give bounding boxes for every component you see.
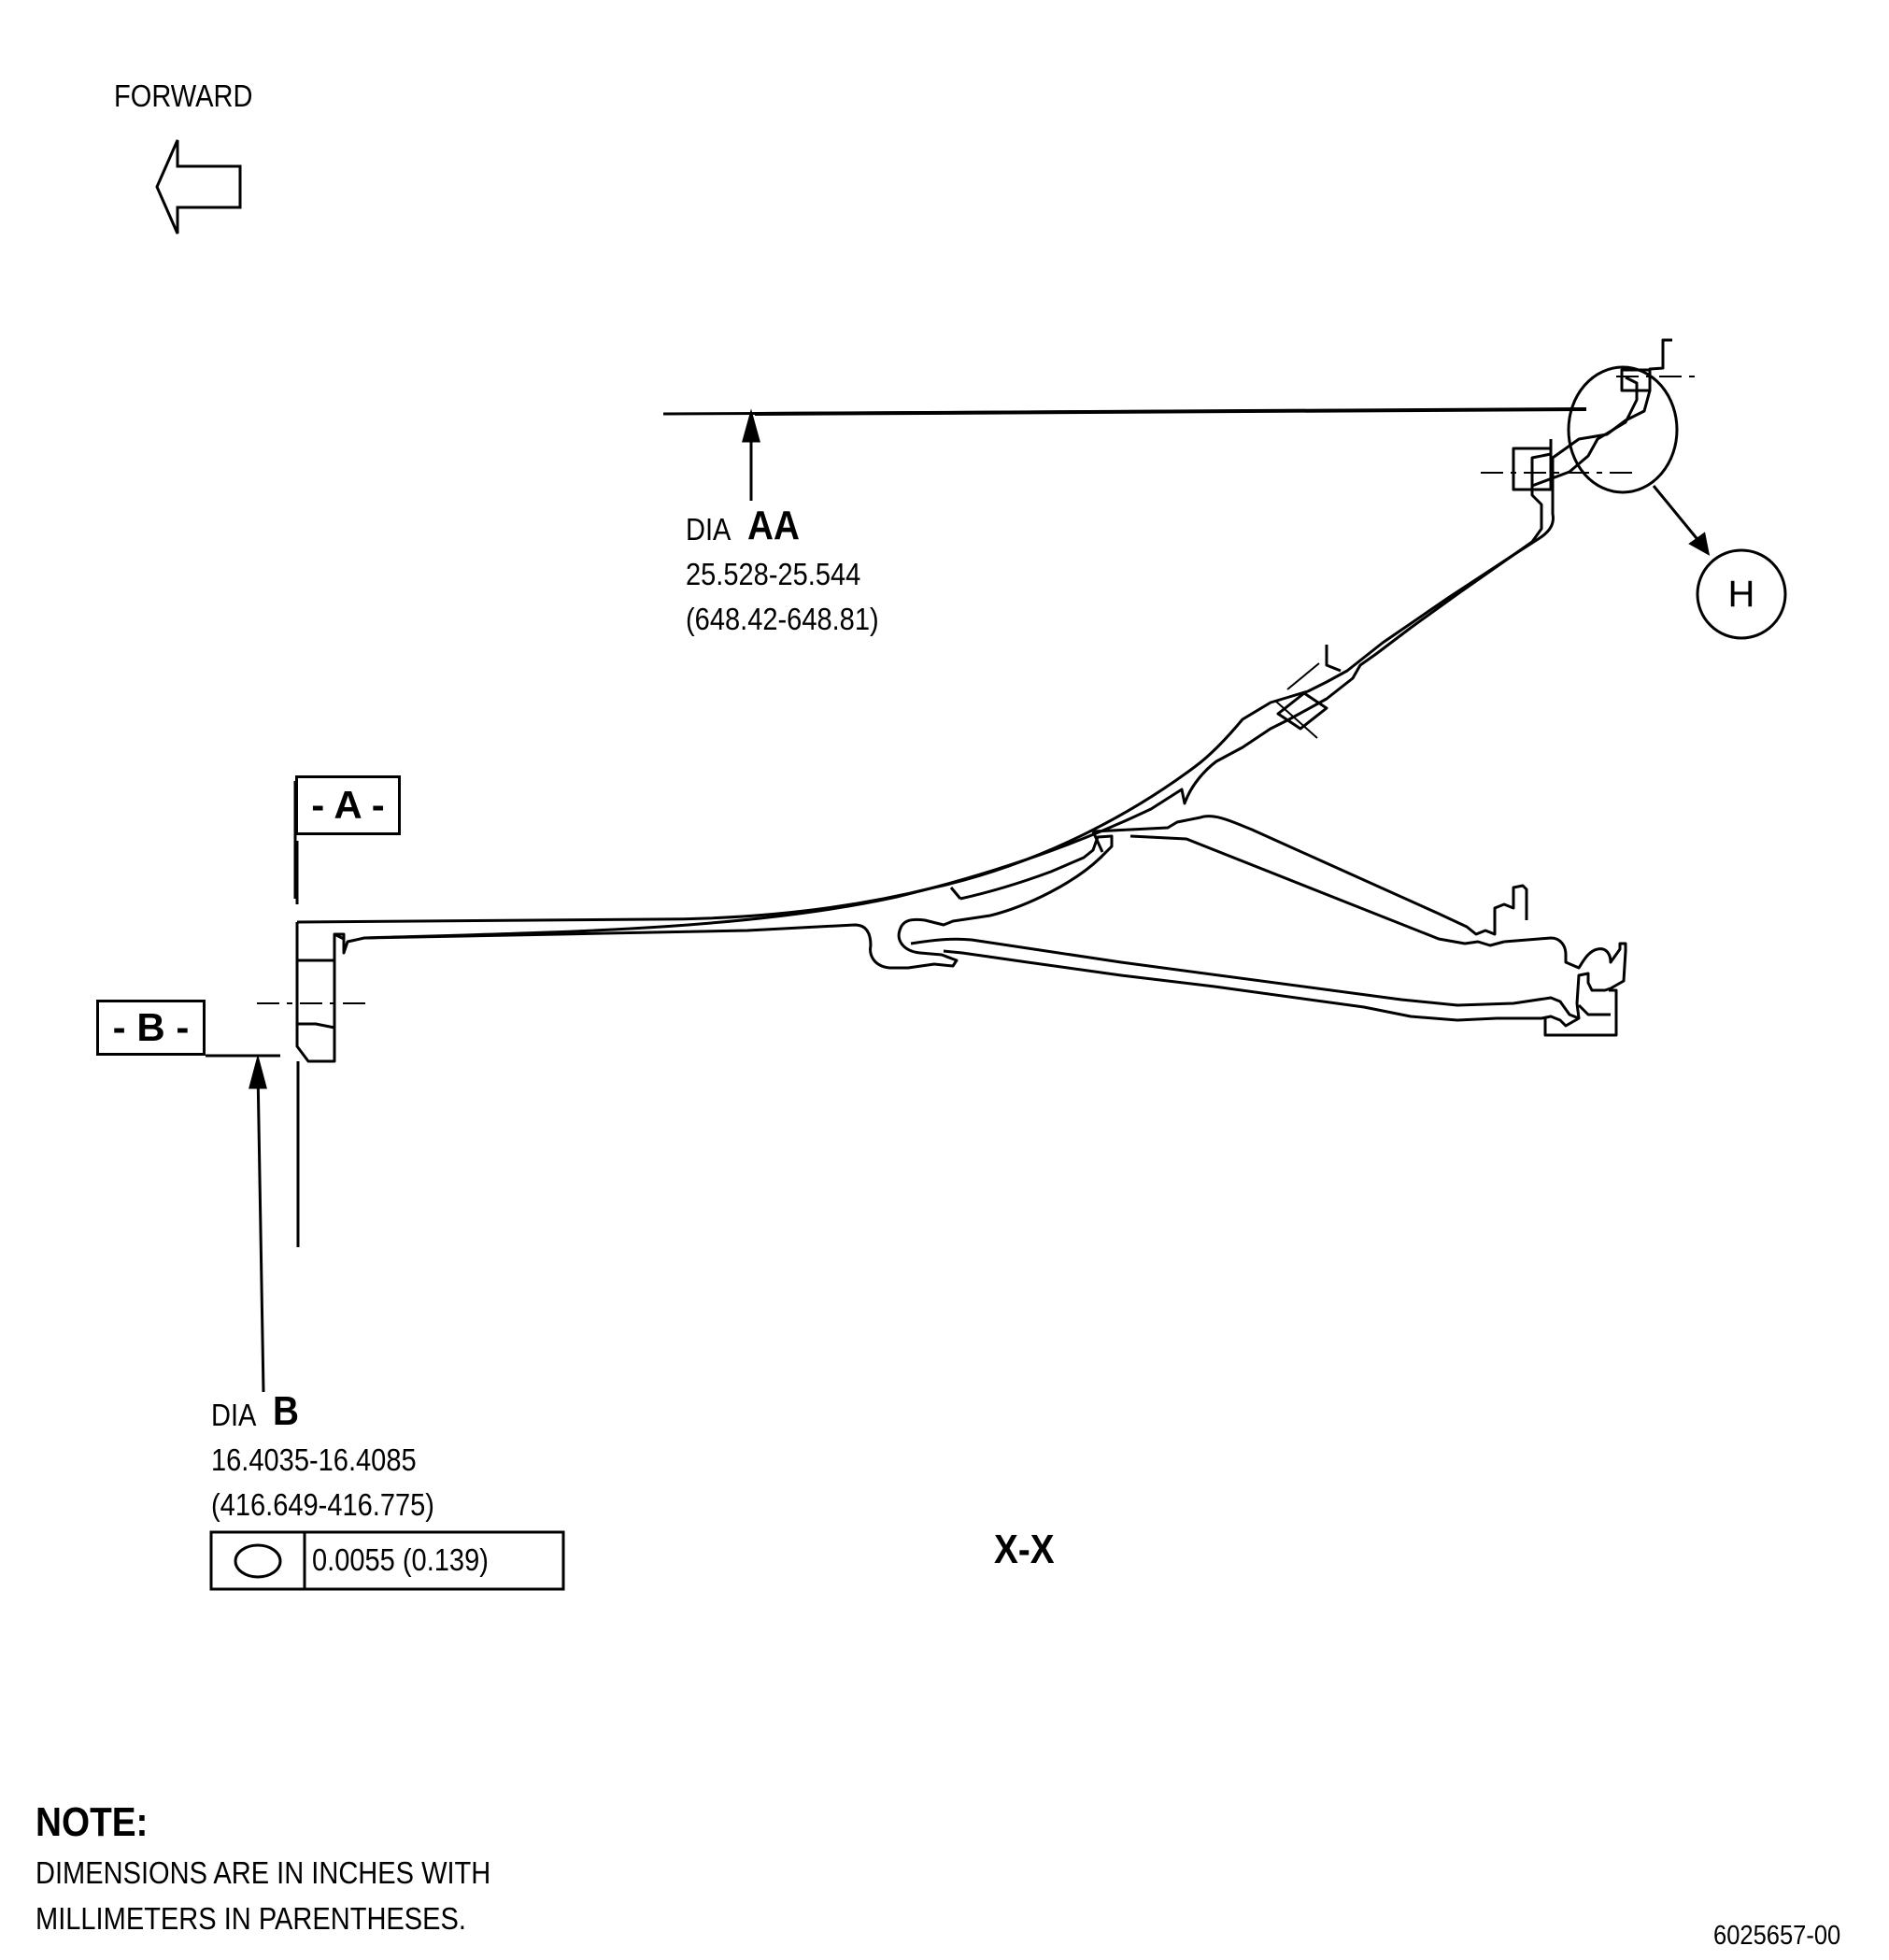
tolerance-frame-geometry bbox=[209, 1530, 565, 1591]
datum-a-label: - A - bbox=[311, 783, 385, 827]
section-label: X-X bbox=[994, 1527, 1055, 1572]
tolerance-value: 0.0055 (0.139) bbox=[312, 1542, 489, 1577]
forward-label: FORWARD bbox=[114, 78, 253, 113]
dia-b-mm: (416.649-416.775) bbox=[211, 1487, 434, 1522]
dia-b-letter: B bbox=[273, 1388, 299, 1434]
dia-b-prefix: DIA bbox=[211, 1398, 257, 1432]
datum-b-box: - B - bbox=[96, 1000, 206, 1056]
detail-h-label: H bbox=[1727, 574, 1755, 615]
dia-aa-prefix: DIA bbox=[686, 512, 731, 547]
dia-aa-inches: 25.528-25.544 bbox=[686, 557, 861, 591]
datum-a-box: - A - bbox=[295, 775, 401, 835]
dia-b-inches: 16.4035-16.4085 bbox=[211, 1442, 417, 1477]
note-heading: NOTE: bbox=[36, 1799, 149, 1845]
note-line-1: DIMENSIONS ARE IN INCHES WITH bbox=[36, 1855, 491, 1890]
circularity-icon bbox=[234, 1543, 282, 1579]
dia-aa-leader bbox=[662, 407, 1587, 501]
detail-h-callout-geometry bbox=[1567, 365, 1787, 640]
figure-id: 6025657-00 bbox=[1713, 1921, 1841, 1951]
note-line-2: MILLIMETERS IN PARENTHESES. bbox=[36, 1901, 466, 1936]
forward-arrow-icon bbox=[155, 139, 242, 234]
dia-aa-mm: (648.42-648.81) bbox=[686, 602, 879, 636]
dia-aa-letter: AA bbox=[747, 503, 800, 548]
dia-b-leader bbox=[206, 841, 300, 1393]
datum-b-label: - B - bbox=[112, 1005, 190, 1049]
part-profile bbox=[295, 338, 1672, 1063]
